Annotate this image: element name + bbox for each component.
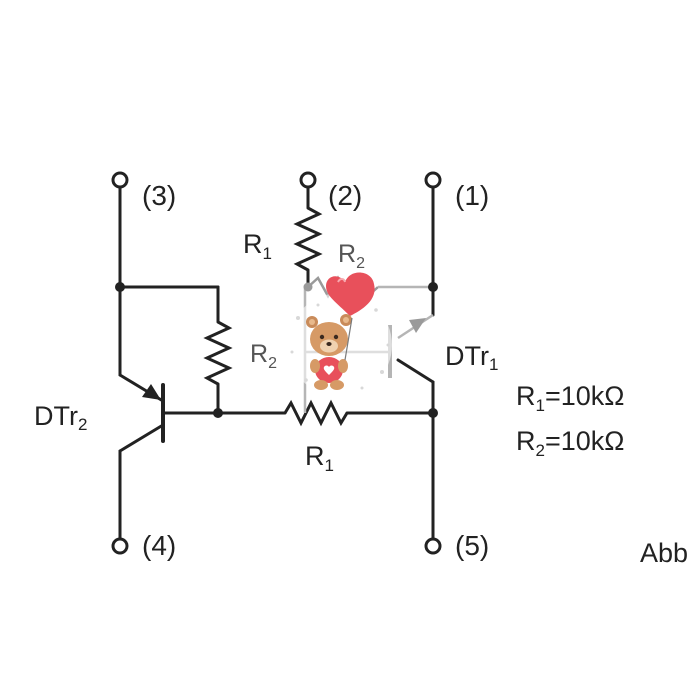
spec-r2: R2=10kΩ [516, 426, 624, 460]
dtr1-collector [396, 358, 435, 384]
pin3-label: (3) [142, 180, 176, 211]
bear-eye [333, 334, 339, 340]
balloon-string [344, 317, 353, 361]
cutoff-text: Abb [640, 538, 688, 568]
bear-eye [319, 334, 325, 340]
r2-left-label: R2 [250, 340, 277, 372]
bear-foot-left [314, 380, 328, 390]
resistor-r2-left [203, 320, 233, 386]
pin4-label: (4) [142, 530, 176, 561]
sticker-sparkles [290, 303, 390, 390]
r1-bottom-label: R1 [305, 441, 334, 475]
bear-foot-right [330, 380, 344, 390]
resistor-r1-bottom [283, 399, 349, 427]
terminal-pin5 [424, 537, 442, 555]
terminal-pin3 [111, 171, 129, 189]
junction-dot [115, 282, 125, 292]
terminal-pin2 [299, 171, 317, 189]
bear-head [310, 322, 348, 356]
dtr2-circuit [115, 185, 287, 542]
heart-balloon-icon [326, 272, 375, 316]
bear-nose [326, 342, 332, 346]
teddy-bear-sticker [288, 272, 392, 397]
bear-arm-right [338, 359, 348, 373]
dtr1-emitter-arrow [409, 318, 426, 333]
pin2-label: (2) [328, 180, 362, 211]
r1-top-label: R1 [243, 229, 272, 263]
pin5-label: (5) [455, 530, 489, 561]
junction-dot [303, 282, 313, 292]
terminal-pin4 [111, 537, 129, 555]
junction-dot [428, 282, 438, 292]
dtr2-label: DTr2 [34, 401, 87, 434]
terminal-pin1 [424, 171, 442, 189]
bear-arm-left [310, 359, 320, 373]
r2-top-label: R2 [338, 240, 365, 272]
dtr2-collector [118, 423, 165, 453]
junction-dot [213, 408, 223, 418]
shirt-heart-icon [323, 365, 335, 375]
dtr1-label: DTr1 [445, 341, 498, 374]
pin1-label: (1) [455, 180, 489, 211]
resistor-r1-top [293, 206, 323, 272]
dtr2-emitter-arrow [142, 384, 161, 400]
junction-dot [428, 408, 438, 418]
spec-r1: R1=10kΩ [516, 381, 624, 415]
